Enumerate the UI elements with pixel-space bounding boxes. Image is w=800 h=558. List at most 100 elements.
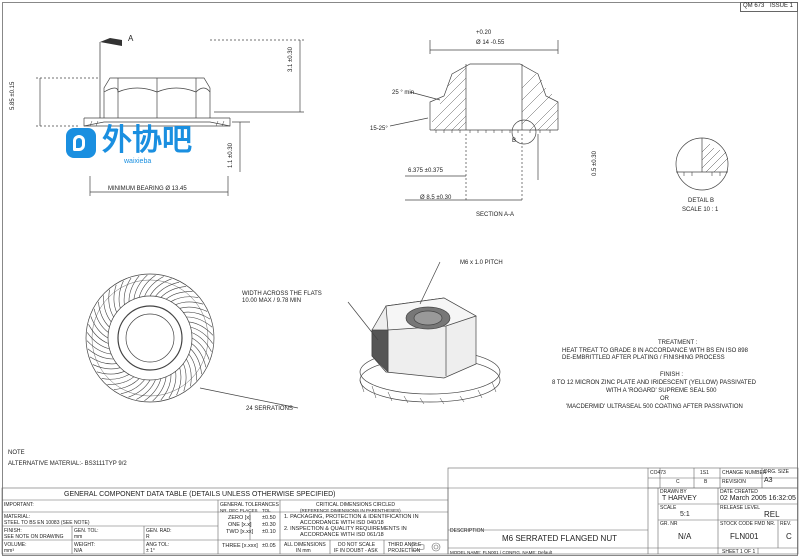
gen-tol-value: mm (74, 534, 83, 540)
serration-line (179, 306, 208, 312)
important-label: IMPORTANT: (4, 502, 34, 508)
serration-line (86, 340, 112, 355)
serration-line (188, 321, 214, 336)
serration-line (155, 281, 180, 297)
serration-line (136, 379, 156, 400)
section-a-a-label: SECTION A-A (476, 212, 515, 218)
serration-line (123, 277, 132, 305)
third-angle: THIRD ANGLE (388, 542, 422, 548)
header-issue: ISSUE 1 (770, 3, 794, 9)
in-mm: IN mm (296, 548, 311, 554)
gr-no-value: N/A (678, 532, 692, 541)
serration-line (138, 274, 156, 298)
rev-num-1: 1S1 (700, 470, 709, 476)
note-title: NOTE (8, 450, 25, 456)
gen-rad-label: GEN. RAD: (146, 528, 172, 534)
serration-line (183, 311, 211, 320)
serration-line (190, 348, 202, 375)
serration-line (92, 364, 121, 370)
ref-dims: (REFERENCE DIMENSIONS IN PARENTHESES) (300, 508, 401, 513)
serration-line (101, 374, 130, 380)
tol-one: ONE [x.x] (228, 522, 252, 528)
dim-tol-plus: +0.20 (476, 30, 492, 36)
finish-2: WITH A 'ROGARD' SUPREME SEAL 500 (606, 388, 717, 394)
serration-line (120, 379, 145, 395)
finish-value: SEE NOTE ON DRAWING (4, 534, 64, 540)
alt-material-note: ALTERNATIVE MATERIAL:- BS3111TYP 9/2 (8, 461, 127, 467)
front-view (36, 38, 304, 196)
release-level-value: REL (764, 510, 780, 519)
gr-no-label: GR. NR (660, 521, 678, 527)
dim-bore: 6.375 ±0.375 (408, 168, 443, 174)
serration-line (183, 363, 187, 392)
watermark-sub: waixieba (124, 158, 152, 165)
serrated-underside-view (85, 273, 215, 403)
release-level-label: RELEASE LEVEL (720, 505, 761, 511)
serration-line (165, 291, 193, 300)
drg-size-value: A3 (764, 477, 773, 484)
do-not-scale: DO NOT SCALE (338, 542, 376, 548)
serration-line (144, 276, 164, 297)
rev-num-2: B (704, 479, 708, 485)
serration-line (186, 316, 213, 328)
description-label: DESCRIPTION (450, 528, 485, 534)
serration-line (93, 308, 109, 333)
serration-line (152, 376, 167, 402)
scale-value: 5:1 (680, 511, 690, 518)
finish-3: 'MACDERMID' ULTRASEAL 500 COATING AFTER … (566, 404, 743, 410)
treatment-text: HEAT TREAT TO GRADE 8 IN ACCORDANCE WITH… (562, 348, 748, 354)
serration-line (186, 358, 192, 387)
section-label-a: A (128, 34, 134, 43)
serration-line (175, 301, 204, 305)
gen-tol-label: GEN. TOL: (74, 528, 99, 534)
stock-code-label: STOCK CODE FMD NR. (720, 521, 776, 527)
dim-height-total: 5.85 ±0.15 (10, 81, 16, 110)
drawn-by-label: DRAWN BY (660, 489, 687, 495)
dim-flange-height: 1.1 ±0.30 (228, 143, 234, 168)
volume-value: mm³ (4, 548, 14, 554)
rev-value: C (786, 532, 792, 541)
material-label: MATERIAL: (4, 514, 31, 520)
serration-line (133, 274, 148, 300)
serration-line (103, 295, 112, 323)
dim-min-bearing: MINIMUM BEARING Ø 13.45 (108, 186, 187, 192)
serration-line (113, 284, 117, 313)
dec-places: NR. DEC PLACES (220, 508, 258, 513)
if-in-doubt: IF IN DOUBT - ASK (334, 548, 378, 554)
description-value: M6 SERRATED FLANGED NUT (502, 534, 617, 543)
model-name: MODEL NAME: FLN001 / CONFIG. NAME: Defau… (450, 550, 553, 555)
date-created-value: 02 March 2005 16:32:05 (720, 495, 796, 502)
dim-serration-depth: 0.5 ±0.30 (592, 151, 598, 176)
dim-angle-side: 15-25° (370, 126, 388, 132)
serration-line (113, 378, 140, 390)
treatment-title: TREATMENT : (658, 340, 698, 346)
serration-line (160, 374, 172, 401)
detail-b-view (675, 137, 729, 191)
detail-scale-label: SCALE 10 : 1 (682, 207, 719, 213)
finish-label: FINISH: (4, 528, 22, 534)
rev-code-2: C (676, 479, 680, 485)
serration-line (107, 376, 135, 385)
stock-code-value: FLN001 (730, 532, 759, 541)
weight-value: N/A (74, 548, 83, 554)
serration-line (144, 378, 162, 402)
gen-rad-value: R (146, 534, 150, 540)
serration-line (86, 332, 110, 350)
weight-label: WEIGHT: (74, 542, 95, 548)
header-ref: QM 673 (743, 3, 765, 9)
serration-line (108, 289, 114, 318)
dim-angle-top: 25 ° min (392, 90, 415, 96)
width-flats-2: 10.00 MAX / 9.78 MIN (242, 298, 302, 304)
projection: PROJECTION (388, 548, 421, 554)
tol-two: TWO [x.xx] (226, 529, 254, 535)
tol-three: THREE [x.xxx] (222, 543, 258, 549)
finish-title: FINISH : (660, 372, 684, 378)
serration-line (160, 286, 187, 298)
serration-line (98, 301, 110, 328)
serrations-note: 24 SERRATIONS (246, 406, 293, 412)
serration-line (87, 348, 114, 360)
ang-tol-label: ANG TOL: (146, 542, 170, 548)
serration-line (90, 316, 109, 339)
